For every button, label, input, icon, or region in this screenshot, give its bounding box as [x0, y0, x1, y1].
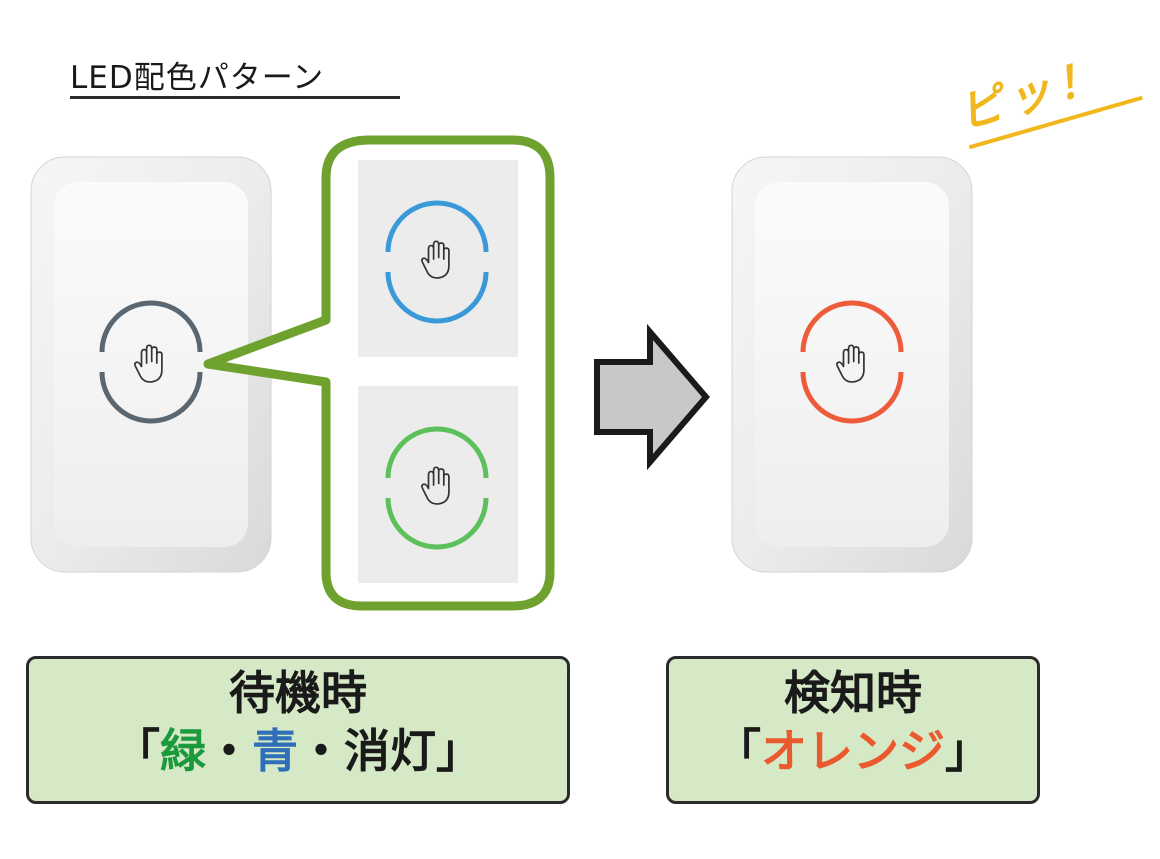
panel-blue [358, 160, 518, 357]
color-orange-text: オレンジ [761, 724, 945, 778]
separator: ・ [298, 724, 344, 778]
color-blue-text: 青 [252, 724, 298, 778]
detect-heading: 検知時 [784, 666, 922, 720]
callout-bubble [203, 135, 555, 611]
standby-heading: 待機時 [229, 666, 367, 720]
bracket-open: 「 [715, 724, 761, 778]
arrow-right-icon [594, 323, 710, 471]
color-green-text: 緑 [160, 724, 206, 778]
separator: ・ [206, 724, 252, 778]
detect-label-box: 検知時 「オレンジ」 [666, 656, 1040, 804]
bracket-close: 」 [945, 724, 991, 778]
led-ring-off [99, 300, 203, 424]
panel-green [358, 386, 518, 583]
standby-label-box: 待機時 「緑・青・消灯」 [26, 656, 570, 804]
switch-plate-off [30, 156, 272, 573]
title-underline [70, 96, 400, 99]
led-ring-orange [800, 300, 904, 424]
standby-colors: 「緑・青・消灯」 [29, 721, 567, 781]
bracket-open: 「 [114, 724, 160, 778]
page-title: LED配色パターン [70, 60, 325, 96]
bracket-close: 」 [436, 724, 482, 778]
color-off-text: 消灯 [344, 724, 436, 778]
switch-plate-detect [731, 156, 973, 573]
detect-colors: 「オレンジ」 [669, 721, 1037, 781]
